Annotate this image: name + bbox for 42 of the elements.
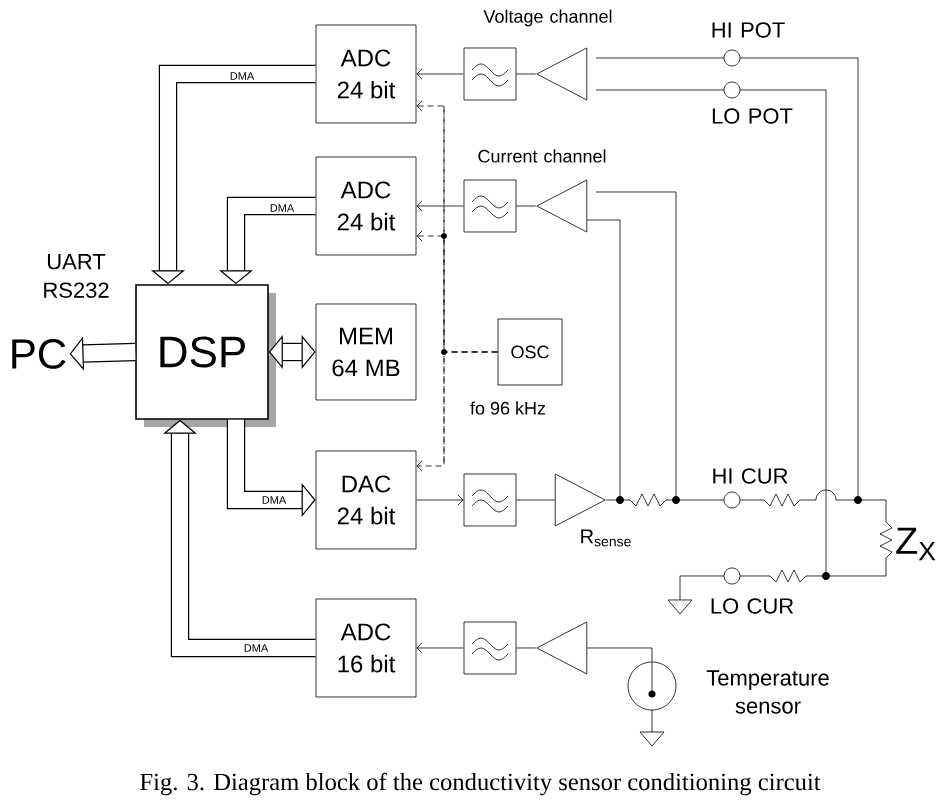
wire [516, 73, 537, 75]
amplifier-triangle [536, 47, 588, 101]
interface-label: UART RS232 [44, 254, 109, 298]
filter-box [463, 47, 517, 101]
bus-arrow [162, 419, 316, 658]
port-label: PC [12, 339, 66, 369]
terminal-label: LO CUR [711, 598, 794, 614]
sensor-symbol [627, 661, 677, 711]
arrow [416, 200, 464, 212]
converter-box: ADC 24 bit [315, 156, 417, 256]
wire [586, 647, 653, 662]
amplifier-triangle [554, 473, 606, 527]
wire [516, 205, 537, 207]
converter-box: ADC 24 bit [315, 24, 417, 124]
wire [586, 219, 621, 501]
wire [516, 647, 537, 649]
bus-arrow [268, 334, 316, 370]
terminal-label: HI CUR [713, 468, 788, 484]
filter-box [463, 473, 517, 527]
frequency-label: fo 96 kHz [470, 401, 546, 415]
converter-box: DAC 24 bit [315, 450, 417, 550]
arrow [416, 642, 464, 654]
filter-box [463, 179, 517, 233]
caption: Fig. 3. Diagram block of the conductivity sensor conditioning circuit [140, 772, 821, 796]
channel-title: Voltage channel [483, 9, 612, 27]
arrow [416, 68, 464, 80]
arrow [416, 494, 464, 506]
filter-box [463, 621, 517, 675]
component-label: Temperature sensor [706, 670, 829, 714]
wire [516, 499, 556, 501]
arrow [416, 351, 498, 472]
oscillator-box: OSC [497, 318, 563, 386]
amplifier-triangle [536, 179, 588, 233]
converter-box: MEM 64 MB [315, 303, 417, 401]
channel-title: Current channel [478, 149, 606, 163]
component-label: Z$_{X}$ [896, 527, 936, 561]
converter-box: ADC 16 bit [315, 598, 417, 698]
component-label: R$_{sense}$ [581, 529, 631, 547]
terminal-label: HI POT [712, 22, 785, 38]
amplifier-triangle [536, 621, 588, 675]
processor-box: DSP [135, 284, 276, 427]
terminal-label: LO POT [712, 108, 793, 124]
